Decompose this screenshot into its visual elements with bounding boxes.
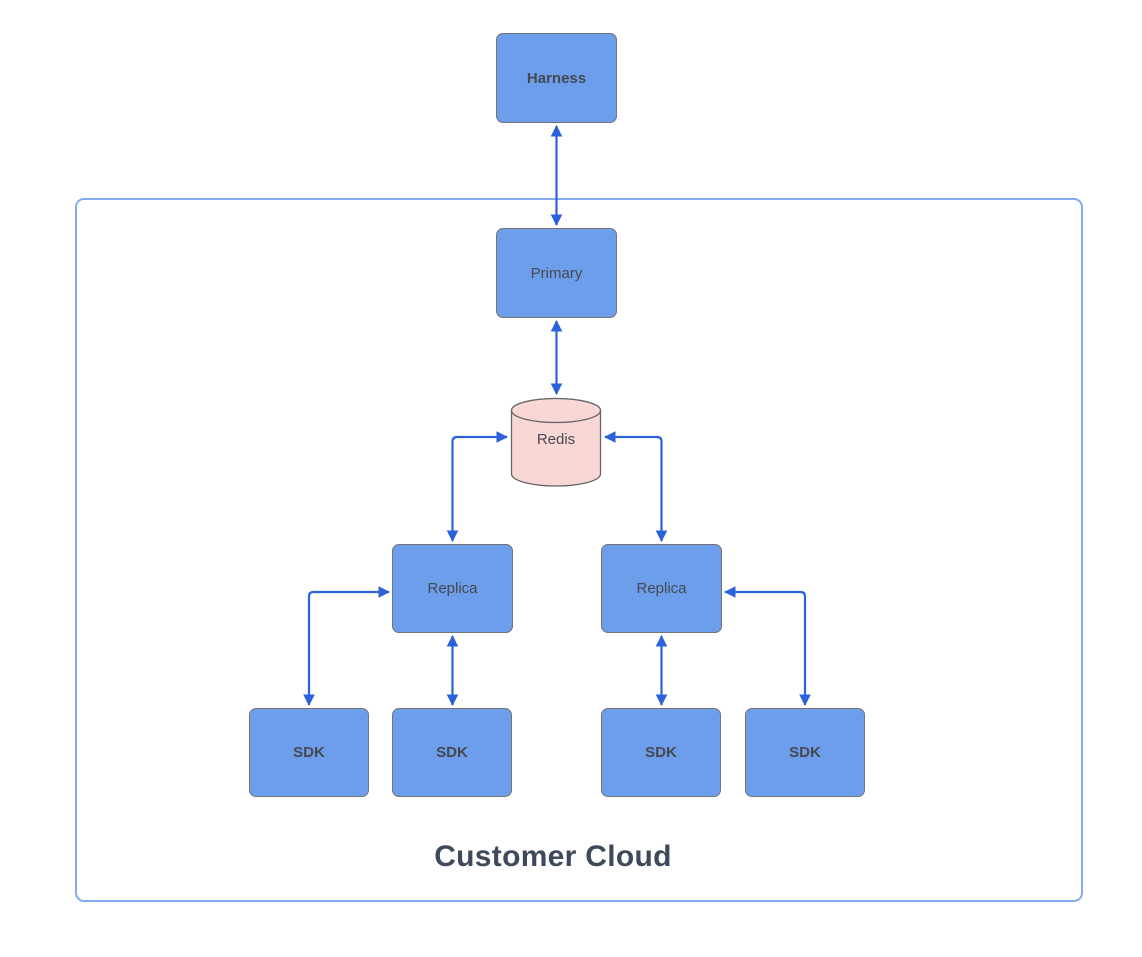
sdk-outer-left-node: SDK [249,708,369,797]
replica-left-node: Replica [392,544,513,633]
edge-replica-right-sdk-outer-right [724,586,811,706]
replica-left-node-label: Replica [427,580,478,597]
harness-node-label: Harness [526,69,587,87]
redis-cylinder-node: Redis [510,397,602,488]
sdk-inner-left-node-label: SDK [436,744,468,761]
replica-right-node-label: Replica [636,580,687,597]
harness-node: Harness [496,33,617,123]
sdk-inner-right-node: SDK [601,708,721,797]
customer-cloud-container [75,198,1083,902]
sdk-inner-right-node-label: SDK [645,744,677,761]
customer-cloud-label: Customer Cloud [434,840,672,873]
primary-node: Primary [496,228,617,318]
cylinder-icon [510,397,602,487]
sdk-outer-left-node-label: SDK [293,744,325,761]
sdk-outer-right-node-label: SDK [789,744,821,761]
sdk-outer-right-node: SDK [745,708,865,797]
primary-node-label: Primary [530,264,583,282]
edge-redis-replica-left [446,431,508,542]
sdk-inner-left-node: SDK [392,708,512,797]
redis-node-label: Redis [536,431,576,448]
edge-replica-left-sdk-outer-left [303,586,390,706]
edge-redis-replica-right [604,431,668,542]
replica-right-node: Replica [601,544,722,633]
